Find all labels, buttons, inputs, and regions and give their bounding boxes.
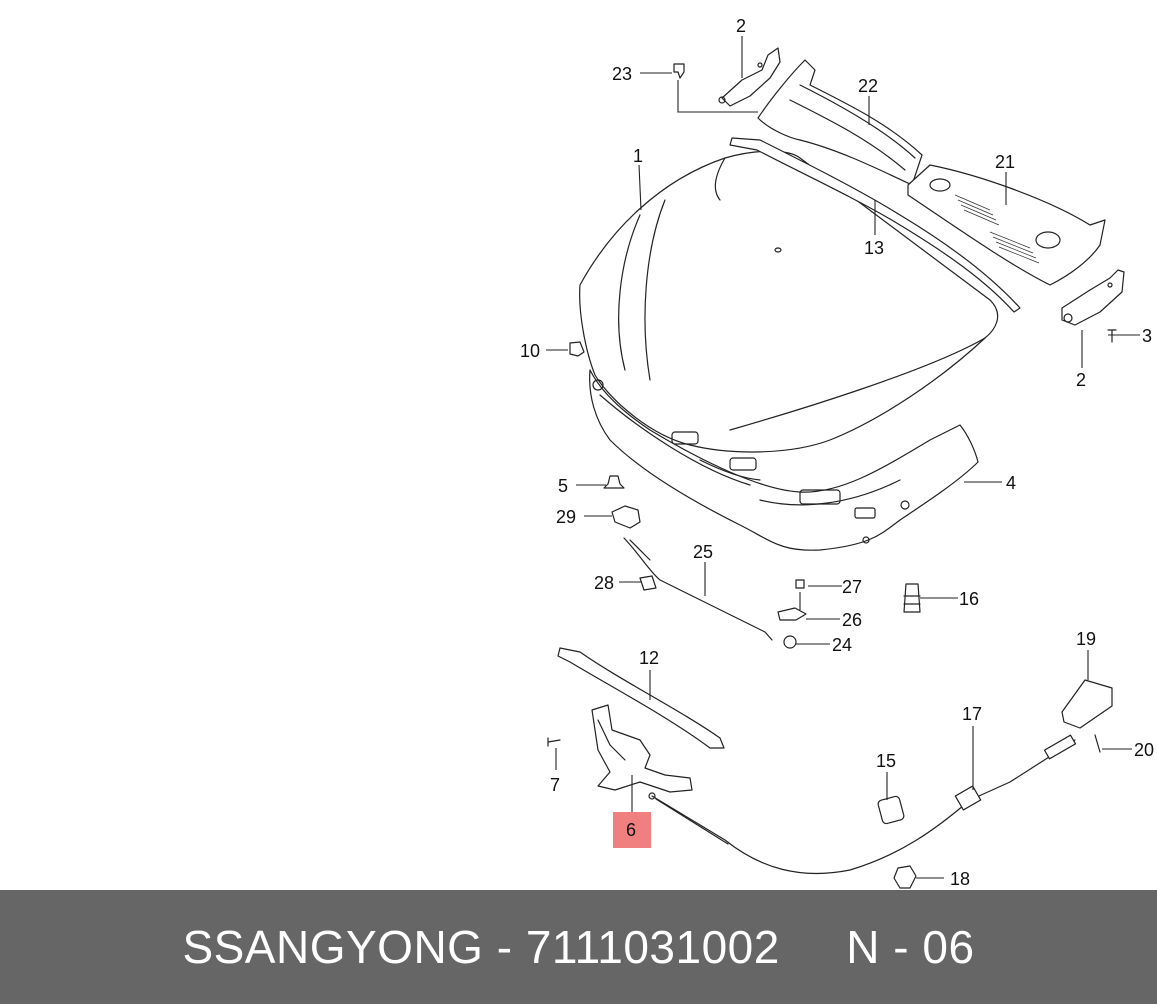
clip-5 (603, 475, 625, 489)
callout-labels: 2 23 22 21 1 13 3 2 10 4 5 29 25 28 27 1… (520, 16, 1154, 889)
cowl-top-panel-left (757, 59, 923, 186)
footer-title: SSANGYONG - 7111031002 N - 06 (182, 920, 974, 974)
callout-24: 25 (693, 542, 713, 562)
callout-5: 5 (558, 476, 568, 496)
hood-release-cable-17 (648, 734, 1077, 875)
clip-18 (893, 865, 917, 889)
hood-insulator (589, 369, 979, 551)
callout-25: 26 (842, 610, 862, 630)
reinforcement-12 (557, 647, 725, 749)
callout-23: 23 (612, 64, 632, 84)
callout-15: 15 (876, 751, 896, 771)
callout-18: 18 (950, 869, 970, 889)
footer-banner: SSANGYONG - 7111031002 N - 06 (0, 890, 1157, 1004)
title-gap (780, 921, 846, 973)
bracket-29 (611, 505, 641, 529)
bolt-3 (1107, 329, 1117, 343)
clip-27 (795, 579, 805, 589)
callout-2-bottom: 2 (1076, 370, 1086, 390)
callout-29: 29 (556, 507, 576, 527)
part-number: 7111031002 (525, 921, 780, 973)
release-handle-19 (1061, 679, 1113, 729)
callout-19: 19 (1076, 629, 1096, 649)
hood-assembly-drawing: 2 23 22 21 1 13 3 2 10 4 5 29 25 28 27 1… (520, 16, 1154, 889)
leader-lines (546, 36, 1140, 879)
callout-4: 4 (1006, 473, 1016, 493)
callout-12: 12 (639, 648, 659, 668)
title-separator: - (483, 921, 526, 973)
callout-16: 16 (959, 589, 979, 609)
brand-name: SSANGYONG (182, 921, 484, 973)
callout-7: 7 (550, 775, 560, 795)
callout-13: 13 (864, 238, 884, 258)
bracket-25 (777, 607, 807, 621)
hood-panel (579, 150, 999, 453)
hood-latch-6 (591, 704, 693, 793)
grommet-26 (783, 635, 797, 649)
cowl-top-panel-right (907, 164, 1106, 286)
hood-hinge-lower (1061, 269, 1125, 326)
reference-separator: - (880, 921, 923, 973)
callout-27: 27 (842, 577, 862, 597)
callout-17: 17 (962, 704, 982, 724)
callout-21: 21 (995, 152, 1015, 172)
callout-22: 22 (858, 76, 878, 96)
hood-seal-strip (729, 137, 1021, 313)
callout-26: 24 (832, 635, 852, 655)
reference-number: 06 (922, 921, 975, 973)
callout-2-top: 2 (736, 16, 746, 36)
hood-stay-rod-24 (623, 537, 773, 641)
callout-10: 10 (520, 341, 540, 361)
highlight-box-6 (613, 812, 651, 848)
callout-20: 20 (1134, 740, 1154, 760)
bolt-7 (547, 737, 561, 747)
bumper-10 (569, 341, 585, 357)
callout-6: 6 (626, 820, 636, 840)
reference-prefix: N (846, 921, 880, 973)
holder-28 (639, 575, 657, 591)
hood-hinge-upper (718, 47, 781, 107)
callout-1: 1 (633, 146, 643, 166)
grommet-15 (877, 795, 905, 825)
callout-3: 3 (1142, 326, 1152, 346)
bolt-23 (673, 63, 685, 79)
screw-20 (1094, 734, 1101, 753)
bumper-16 (903, 583, 921, 613)
exploded-parts-diagram: 2 23 22 21 1 13 3 2 10 4 5 29 25 28 27 1… (520, 16, 1154, 889)
callout-28: 28 (594, 573, 614, 593)
